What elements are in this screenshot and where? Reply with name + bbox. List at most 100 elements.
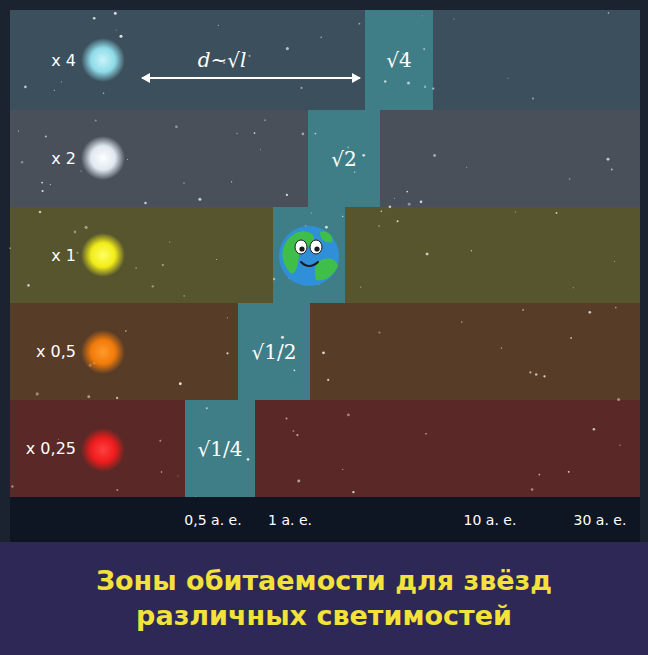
star	[81, 330, 125, 374]
band-fill	[10, 303, 640, 400]
star-dot	[87, 395, 90, 398]
star-dot	[471, 250, 473, 252]
star-dot	[177, 475, 178, 476]
star-dot	[236, 133, 238, 135]
star-dot	[179, 382, 182, 385]
zone-distance: √1/4	[198, 437, 243, 461]
star-dot	[432, 87, 434, 89]
star-dot	[588, 311, 591, 314]
star-dot	[93, 17, 96, 20]
star-dot	[95, 120, 97, 122]
star-dot	[380, 210, 382, 212]
luminosity-band: x 4 √4	[10, 10, 640, 110]
zone-distance: √4	[386, 48, 411, 72]
zone-fill	[185, 400, 255, 497]
zone-fill	[308, 110, 380, 207]
star-dot	[195, 496, 196, 497]
star-dot	[216, 259, 217, 260]
star-dot	[556, 212, 558, 214]
star-dot	[426, 252, 429, 255]
star-dot	[311, 213, 312, 214]
star-dot	[614, 261, 615, 262]
star-dot	[325, 226, 328, 229]
star-dot	[408, 203, 411, 206]
luminosity-factor: x 2	[51, 149, 76, 168]
luminosity-band: x 0,5√1/2	[10, 303, 640, 400]
star-dot	[144, 202, 147, 205]
star-dot	[127, 159, 128, 160]
star-dot	[183, 295, 184, 296]
star-dot	[286, 418, 288, 420]
star-dot	[42, 190, 44, 192]
star-dot	[531, 488, 534, 491]
star-dot	[360, 286, 361, 287]
star-dot	[50, 184, 52, 186]
star	[81, 428, 125, 472]
star-dot	[21, 161, 23, 163]
star-dot	[359, 23, 361, 25]
star-dot	[74, 231, 77, 234]
luminosity-factor: x 0,25	[26, 439, 76, 458]
star-dot	[162, 264, 164, 266]
star-dot	[296, 434, 298, 436]
star-dot	[302, 133, 305, 136]
star-dot	[407, 82, 410, 85]
star-dot	[248, 55, 250, 57]
star-dot	[175, 125, 178, 128]
star-dot	[9, 247, 11, 249]
star-dot	[125, 330, 127, 332]
star-dot	[406, 191, 408, 193]
star-dot	[114, 12, 117, 15]
star-dot	[532, 98, 534, 100]
star-dot	[424, 85, 426, 87]
star-dot	[397, 220, 399, 222]
star-dot	[320, 36, 322, 38]
luminosity-band: x 0,25 √1/4	[10, 400, 640, 497]
star-dot	[378, 331, 380, 333]
zone-distance: √2	[331, 147, 356, 171]
axis-label: 10 а. е.	[464, 512, 517, 528]
star-dot	[36, 392, 39, 395]
star-dot	[183, 182, 185, 184]
band-fill	[10, 400, 640, 497]
star-dot	[362, 154, 365, 157]
star-dot	[286, 47, 289, 50]
star-dot	[286, 194, 288, 196]
habitable-zone: √2	[308, 110, 380, 207]
star-dot	[292, 430, 294, 432]
title-bar	[0, 542, 648, 655]
star-dot	[543, 375, 545, 377]
star-dot	[80, 170, 81, 171]
star-dot	[568, 471, 570, 473]
star-dot	[538, 474, 540, 476]
axis-label: 30 а. е.	[574, 512, 627, 528]
star	[81, 136, 125, 180]
luminosity-factor: x 4	[51, 51, 76, 70]
star-dot	[342, 469, 343, 470]
star-dot	[226, 352, 228, 354]
habitable-zone: √4	[365, 10, 433, 110]
star-dot	[116, 489, 118, 491]
star-dot	[422, 15, 423, 16]
luminosity-band: x 2 √2	[10, 110, 640, 207]
star-dot	[135, 267, 137, 269]
star-dot	[615, 307, 617, 309]
star-dot	[260, 149, 261, 150]
star-dot	[24, 86, 27, 89]
luminosity-factor: x 1	[51, 246, 76, 265]
star-dot	[169, 241, 170, 242]
star-dot	[617, 398, 620, 401]
star-dot	[159, 440, 161, 442]
star-dot	[300, 87, 302, 89]
axis-bar	[10, 497, 640, 542]
star-dot	[294, 369, 296, 371]
star-dot	[342, 216, 343, 217]
earth-figure	[279, 226, 339, 286]
star-dot	[119, 35, 122, 38]
star-dot	[77, 252, 79, 254]
star-dot	[198, 198, 201, 201]
star-dot	[247, 458, 250, 461]
star-dot	[433, 154, 436, 157]
star-dot	[116, 30, 117, 31]
